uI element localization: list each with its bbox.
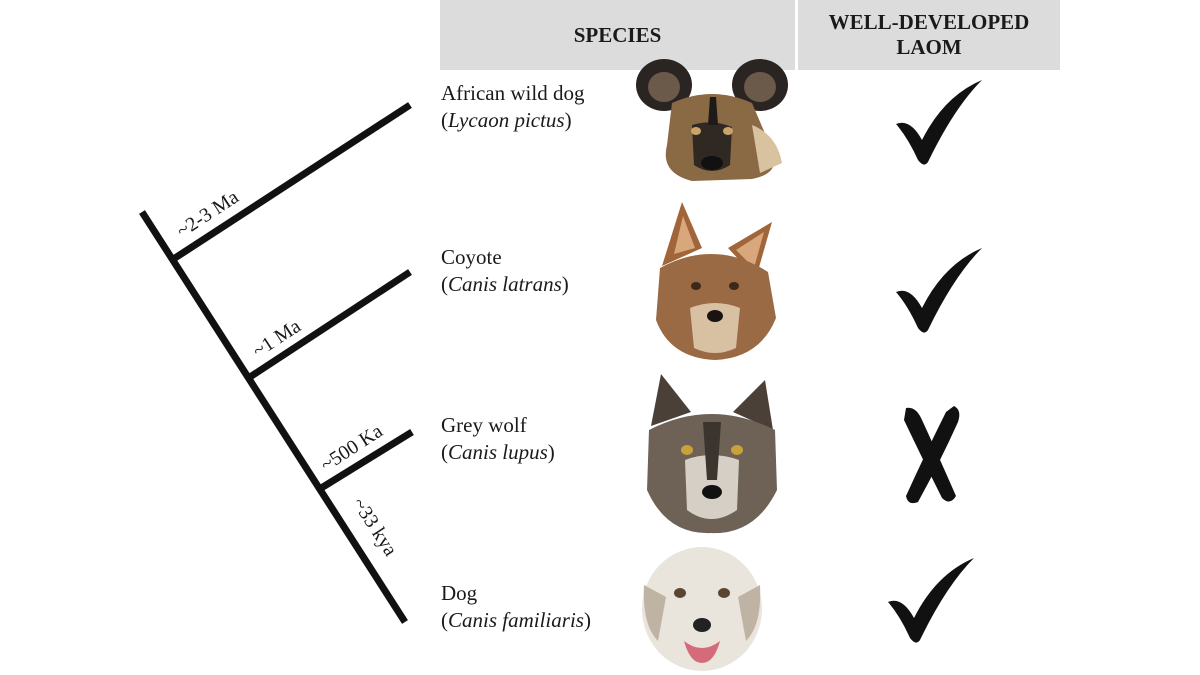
scientific-name: Canis familiaris <box>448 608 584 632</box>
tree-main-branch <box>139 210 408 624</box>
common-name: Grey wolf <box>441 413 527 437</box>
species-column-header: SPECIES <box>440 0 795 70</box>
laom-column-header: WELL-DEVELOPED LAOM <box>798 0 1060 70</box>
branch-african-wild-dog <box>173 102 412 261</box>
coyote-portrait <box>656 202 776 360</box>
laom-header-line2: LAOM <box>896 35 962 59</box>
laom-header-line1: WELL-DEVELOPED <box>828 10 1030 34</box>
grey-wolf-portrait <box>647 374 777 534</box>
african-wild-dog-portrait <box>636 59 788 181</box>
check-icon <box>896 80 982 165</box>
divergence-label-2: ~1 Ma <box>249 315 305 362</box>
species-label-grey-wolf: Grey wolf (Canis lupus) <box>441 413 555 464</box>
dog-portrait <box>642 547 762 671</box>
common-name: Coyote <box>441 245 502 269</box>
check-icon <box>888 558 974 643</box>
common-name: African wild dog <box>441 81 585 105</box>
check-icon <box>896 248 982 333</box>
scientific-name: Canis latrans <box>448 272 562 296</box>
scientific-name: Canis lupus <box>448 440 548 464</box>
species-label-coyote: Coyote (Canis latrans) <box>441 245 569 296</box>
cross-icon <box>904 406 960 504</box>
species-label-african-wild-dog: African wild dog (Lycaon pictus) <box>441 81 585 132</box>
species-header-text: SPECIES <box>573 22 662 47</box>
branch-grey-wolf <box>316 429 414 493</box>
species-label-dog: Dog (Canis familiaris) <box>441 581 591 632</box>
common-name: Dog <box>441 581 478 605</box>
phylogenetic-tree: ~2-3 Ma ~1 Ma ~500 Ka ~33 kya <box>139 102 414 624</box>
scientific-name: Lycaon pictus <box>448 108 565 132</box>
branch-coyote <box>248 269 412 380</box>
